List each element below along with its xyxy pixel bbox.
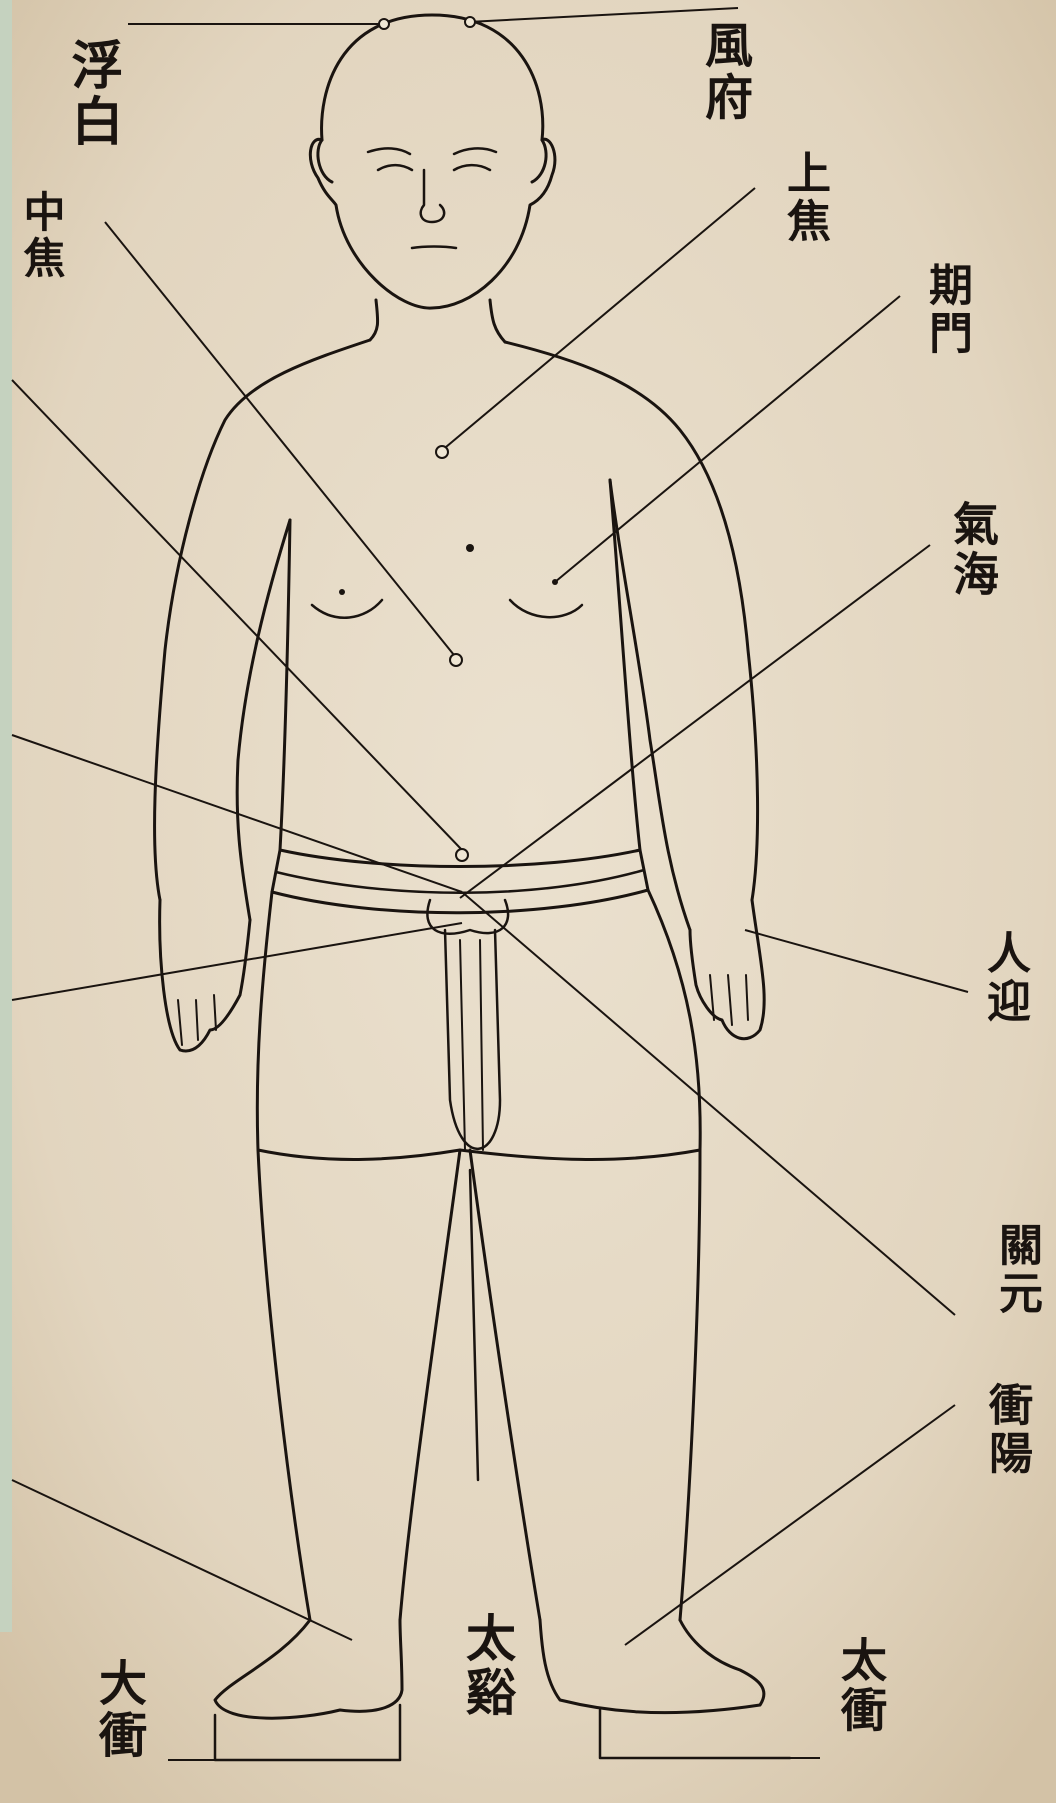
label-qihai: 氣海: [950, 500, 996, 600]
point-fubai: [379, 19, 389, 29]
label-shangjiao: 上焦: [782, 150, 826, 246]
point-guanyuan: [456, 849, 468, 861]
point-sternum: [466, 544, 474, 552]
label-taichong-left: 大衝: [94, 1658, 142, 1762]
label-renying: 人迎: [982, 930, 1026, 1026]
label-taixi: 太谿: [462, 1612, 512, 1720]
label-taichong-right: 太衝: [838, 1636, 884, 1736]
point-zhongjiao: [450, 654, 462, 666]
point-shangjiao: [436, 446, 448, 458]
label-fengfu: 風府: [700, 20, 748, 124]
point-fengfu: [465, 17, 475, 27]
label-zhongjiao: 中焦: [20, 190, 62, 282]
label-guanyuan: 關元: [994, 1222, 1038, 1318]
nipple-left: [339, 589, 345, 595]
label-qimen: 期門: [924, 262, 968, 358]
nipple-right: [552, 579, 558, 585]
label-chongyang: 衝陽: [984, 1382, 1028, 1478]
label-fubai: 浮白: [66, 38, 118, 150]
